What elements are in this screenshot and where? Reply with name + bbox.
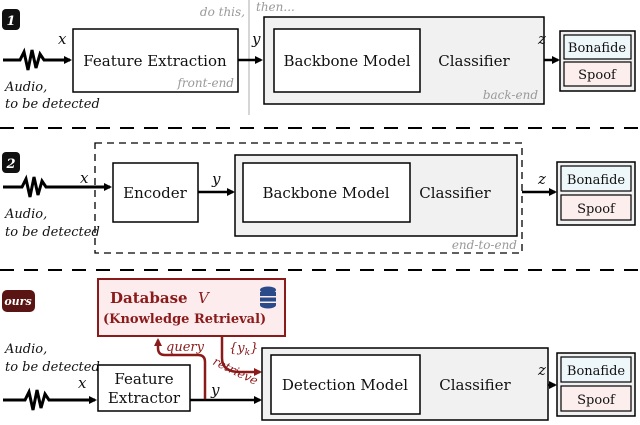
backbone-label: Backbone Model (283, 52, 410, 70)
encoder-label: Encoder (123, 184, 188, 202)
spoof-label: Spoof (577, 202, 616, 217)
back-end-label: back-end (483, 88, 539, 102)
badge-ours (2, 290, 35, 312)
feature-extractor-box (97, 364, 191, 412)
z-label: z (537, 170, 546, 188)
row-3: ours Database V (Knowledge Retrieval) Au… (2, 278, 636, 421)
row-2: 2 x Audio, to be detected Encoder y Back… (2, 142, 636, 254)
x-label: x (58, 30, 67, 48)
database-symbol: V (198, 289, 211, 307)
bonafide-box (560, 356, 632, 383)
query-label: query (166, 340, 205, 355)
bonafide-box (563, 34, 632, 60)
audio-wave-icon (3, 47, 72, 71)
z-label: z (537, 30, 546, 48)
spoof-label: Spoof (577, 393, 616, 408)
yk-label: {yk} (229, 341, 258, 358)
end-to-end-region (94, 142, 523, 254)
audio-wave-icon (3, 174, 112, 198)
row-1: 1 x Audio, to be detected Feature Extrac… (2, 0, 636, 115)
database-label: Database (110, 289, 188, 307)
detection-model-label: Detection Model (282, 376, 408, 394)
badge-2-label: 2 (5, 157, 15, 172)
database-box (97, 278, 286, 337)
spoof-box (563, 61, 632, 87)
badge-1 (2, 9, 20, 30)
bonafide-label: Bonafide (567, 364, 625, 379)
classifier-label: Classifier (439, 376, 511, 394)
audio-wave-icon (3, 387, 97, 411)
do-this-label: do this, (200, 5, 245, 19)
backbone-box (273, 28, 421, 93)
y-label: y (251, 30, 261, 48)
badge-2 (2, 152, 20, 173)
y-label: y (211, 170, 221, 188)
backbone-box (242, 162, 411, 223)
retrieve-arrow (220, 336, 262, 376)
end-to-end-label: end-to-end (452, 238, 517, 252)
x-label: x (78, 374, 87, 392)
query-arrow (154, 338, 207, 399)
spoof-label: Spoof (578, 68, 617, 83)
feature-extraction-label: Feature Extraction (83, 52, 227, 70)
x-label: x (80, 169, 89, 187)
bonafide-box (560, 165, 632, 192)
front-end-label: front-end (176, 76, 234, 90)
classifier-label: Classifier (438, 52, 510, 70)
detection-model-box (270, 354, 421, 415)
audio-label: Audio, (4, 207, 47, 222)
then-label: then... (256, 0, 295, 14)
classifier-label: Classifier (419, 184, 491, 202)
knowledge-retrieval-label: (Knowledge Retrieval) (103, 312, 266, 327)
audio-sublabel: to be detected (5, 97, 100, 112)
encoder-box (112, 162, 199, 223)
feature-extractor-label: Feature (114, 370, 173, 388)
database-icon (260, 286, 276, 309)
audio-label: Audio, (4, 80, 47, 95)
feature-extractor-label-2: Extractor (108, 389, 181, 407)
audio-sublabel: to be detected (5, 225, 100, 240)
z-label: z (537, 361, 546, 379)
spoof-box (560, 385, 632, 412)
spoof-box (560, 194, 632, 221)
bonafide-label: Bonafide (567, 173, 625, 188)
backbone-label: Backbone Model (262, 184, 389, 202)
y-label: y (210, 381, 220, 399)
audio-sublabel: to be detected (5, 360, 100, 375)
bonafide-label: Bonafide (568, 41, 626, 56)
audio-label: Audio, (4, 342, 47, 357)
badge-1-label: 1 (6, 14, 15, 29)
badge-ours-label: ours (4, 295, 31, 308)
